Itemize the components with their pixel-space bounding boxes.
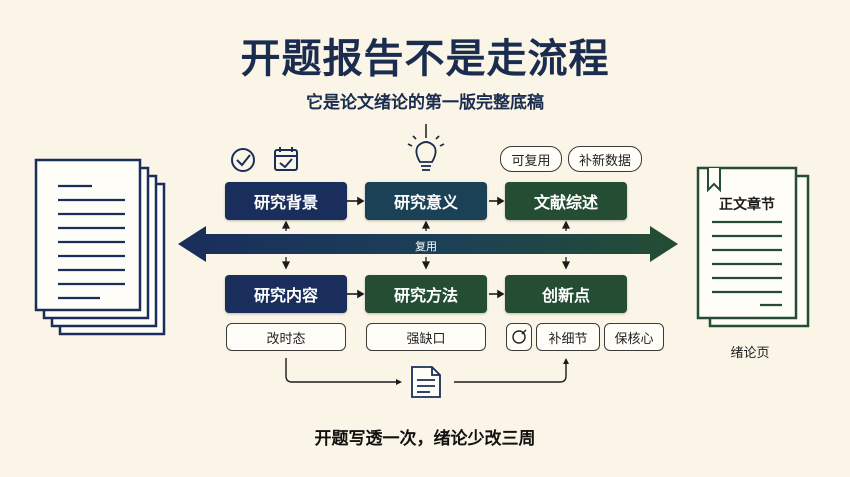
left-document-stack-icon [34, 158, 166, 336]
footer-text: 开题写透一次，绪论少改三周 [314, 429, 536, 449]
page-title: 开题报告不是走流程 [240, 36, 610, 82]
box-innovation: 创新点 [505, 275, 627, 313]
band-label: 复用 [415, 240, 437, 253]
tag-add-details: 补细节 [536, 323, 600, 351]
box-research-background: 研究背景 [225, 182, 347, 220]
lightbulb-icon [407, 135, 445, 171]
bubble-add-data: 补新数据 [568, 146, 642, 172]
box-research-method: 研究方法 [365, 275, 487, 313]
right-doc-caption: 绪论页 [730, 346, 770, 361]
right-doc-title: 正文章节 [719, 197, 775, 213]
tag-strengthen-gap: 强缺口 [366, 323, 486, 351]
page-subtitle: 它是论文绪论的第一版完整底稿 [306, 93, 544, 113]
guitar-pick-icon [506, 323, 532, 351]
tag-keep-core: 保核心 [604, 323, 664, 351]
reuse-band-arrow [178, 226, 678, 262]
bubble-reusable: 可复用 [500, 146, 562, 172]
document-icon [411, 366, 441, 398]
box-research-content: 研究内容 [225, 275, 347, 313]
box-research-significance: 研究意义 [365, 182, 487, 220]
check-circle-icon [231, 148, 255, 172]
box-literature-review: 文献综述 [505, 182, 627, 220]
right-document-icon [696, 166, 810, 328]
calendar-check-icon [274, 147, 298, 171]
tag-change-tense: 改时态 [226, 323, 346, 351]
